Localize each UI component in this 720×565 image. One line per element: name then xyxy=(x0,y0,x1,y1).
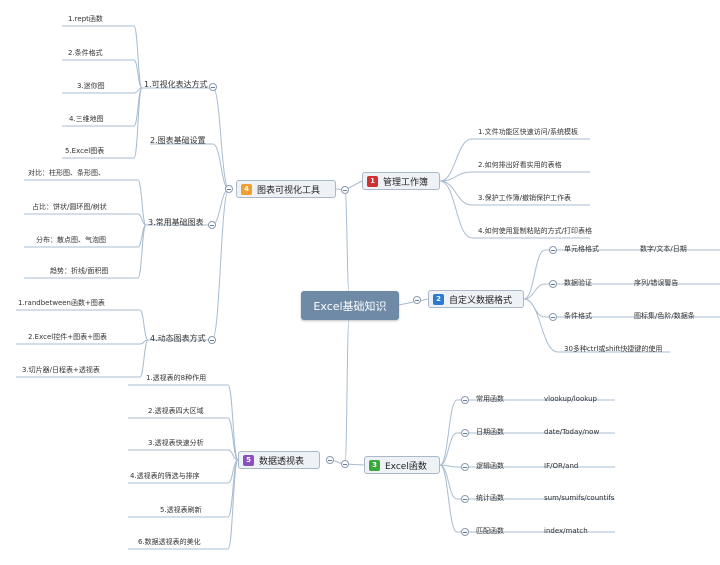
manage-item[interactable]: 3.保护工作簿/撤销保护工作表 xyxy=(478,194,572,202)
collapse-func-group-icon[interactable] xyxy=(461,396,469,404)
collapse-manage-icon[interactable] xyxy=(341,186,349,194)
topic-chart-tools[interactable]: 4 图表可视化工具 xyxy=(236,180,336,198)
func-detail[interactable]: date/Today/now xyxy=(544,428,600,436)
collapse-dynamic-icon[interactable] xyxy=(208,336,216,344)
pivot-item[interactable]: 1.透视表的8种作用 xyxy=(146,374,207,382)
func-detail[interactable]: vlookup/lookup xyxy=(544,395,597,403)
common-item[interactable]: 占比：饼状/圆环图/树状 xyxy=(32,203,107,211)
collapse-common-icon[interactable] xyxy=(208,221,216,229)
priority-2-icon: 2 xyxy=(433,293,444,305)
visual-item[interactable]: 1.rept函数 xyxy=(68,15,103,23)
topic-manage-workbook[interactable]: 1 管理工作簿 xyxy=(362,172,440,190)
collapse-chart-tools-icon[interactable] xyxy=(225,185,233,193)
common-item[interactable]: 分布：散点图、气泡图 xyxy=(36,236,106,244)
func-detail[interactable]: IF/OR/and xyxy=(544,462,579,470)
pivot-item[interactable]: 2.透视表四大区域 xyxy=(148,407,204,415)
func-group[interactable]: 常用函数 xyxy=(476,395,504,403)
format-group[interactable]: 数据验证 xyxy=(564,279,592,287)
collapse-func-icon[interactable] xyxy=(341,460,349,468)
pivot-item[interactable]: 3.透视表快速分析 xyxy=(148,439,204,447)
func-group[interactable]: 匹配函数 xyxy=(476,527,504,535)
format-detail[interactable]: 图标集/色阶/数据条 xyxy=(634,312,695,320)
priority-4-icon: 4 xyxy=(241,183,252,195)
collapse-func-group-icon[interactable] xyxy=(461,463,469,471)
collapse-func-group-icon[interactable] xyxy=(461,528,469,536)
format-detail[interactable]: 序列/错误警告 xyxy=(634,279,679,287)
topic-excel-functions[interactable]: 3 Excel函数 xyxy=(364,456,440,474)
format-detail[interactable]: 数字/文本/日期 xyxy=(640,245,687,253)
collapse-func-group-icon[interactable] xyxy=(461,429,469,437)
topic-custom-format[interactable]: 2 自定义数据格式 xyxy=(428,290,524,308)
dynamic-item[interactable]: 2.Excel控件+图表+图表 xyxy=(28,333,107,341)
common-item[interactable]: 趋势：折线/面积图 xyxy=(50,267,109,275)
func-group[interactable]: 日期函数 xyxy=(476,428,504,436)
collapse-visual-icon[interactable] xyxy=(209,83,217,91)
topic-manage-workbook-label: 管理工作簿 xyxy=(383,177,429,188)
collapse-format-group-icon[interactable] xyxy=(549,246,557,254)
pivot-item[interactable]: 4.透视表的筛选与排序 xyxy=(130,472,200,480)
collapse-pivot-icon[interactable] xyxy=(326,456,334,464)
chart-group-common[interactable]: 3.常用基础图表 xyxy=(148,218,204,227)
collapse-format-group-icon[interactable] xyxy=(549,313,557,321)
topic-pivot-table-label: 数据透视表 xyxy=(259,456,305,467)
manage-item[interactable]: 1.文件功能区快速访问/系统模板 xyxy=(478,128,579,136)
collapse-format-icon[interactable] xyxy=(413,296,421,304)
visual-item[interactable]: 4.三维地图 xyxy=(69,115,104,123)
dynamic-item[interactable]: 3.切片器/日程表+透视表 xyxy=(22,366,100,374)
format-group[interactable]: 单元格格式 xyxy=(564,245,599,253)
visual-item[interactable]: 2.条件格式 xyxy=(68,49,103,57)
chart-group-dynamic[interactable]: 4.动态图表方式 xyxy=(150,334,206,343)
common-item[interactable]: 对比：柱形图、条形图、 xyxy=(28,169,105,177)
format-group[interactable]: 条件格式 xyxy=(564,312,592,320)
visual-item[interactable]: 3.迷你图 xyxy=(77,82,105,90)
collapse-func-group-icon[interactable] xyxy=(461,495,469,503)
topic-excel-functions-label: Excel函数 xyxy=(385,461,427,472)
pivot-item[interactable]: 5.透视表刷新 xyxy=(160,506,202,514)
topic-custom-format-label: 自定义数据格式 xyxy=(449,295,513,306)
central-topic[interactable]: Excel基础知识 xyxy=(301,291,399,320)
manage-item[interactable]: 2.如何排出好看实用的表格 xyxy=(478,161,562,169)
priority-3-icon: 3 xyxy=(369,459,380,471)
chart-group-basic[interactable]: 2.图表基础设置 xyxy=(150,136,206,145)
collapse-format-group-icon[interactable] xyxy=(549,280,557,288)
func-detail[interactable]: index/match xyxy=(544,527,588,535)
chart-group-visual[interactable]: 1.可视化表达方式 xyxy=(144,80,208,89)
visual-item[interactable]: 5.Excel图表 xyxy=(65,147,105,155)
dynamic-item[interactable]: 1.randbetween函数+图表 xyxy=(18,299,105,307)
topic-pivot-table[interactable]: 5 数据透视表 xyxy=(238,451,320,469)
priority-1-icon: 1 xyxy=(367,175,378,187)
func-detail[interactable]: sum/sumifs/countifs xyxy=(544,494,615,502)
format-extra[interactable]: 30多种ctrl或shift快捷键的使用 xyxy=(564,345,663,353)
pivot-item[interactable]: 6.数据透视表的美化 xyxy=(138,538,201,546)
priority-5-icon: 5 xyxy=(243,454,254,466)
func-group[interactable]: 统计函数 xyxy=(476,494,504,502)
manage-item[interactable]: 4.如何使用复制粘贴的方式/打印表格 xyxy=(478,227,593,235)
topic-chart-tools-label: 图表可视化工具 xyxy=(257,185,321,196)
func-group[interactable]: 逻辑函数 xyxy=(476,462,504,470)
